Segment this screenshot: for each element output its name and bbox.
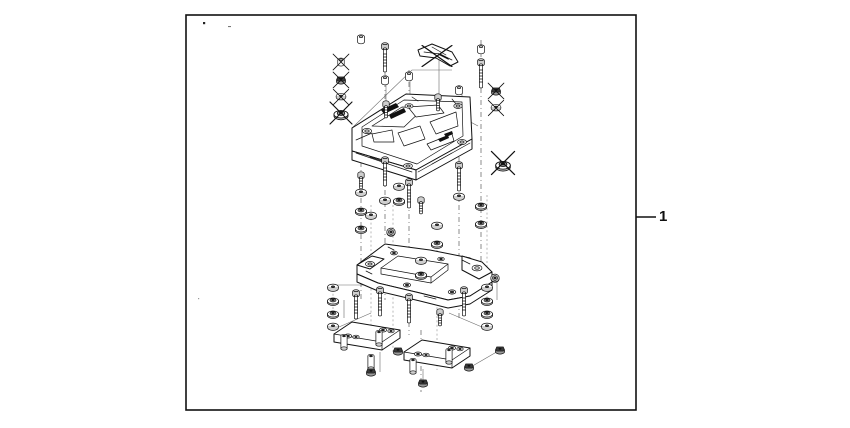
callout-number-1: 1 [659,208,668,225]
speck-artifacts [198,22,231,300]
excluded-parts-group [329,43,516,176]
mounting-frame-plate [356,243,500,309]
crossed-out-grab-rail [417,43,459,68]
carrier-base-plate [351,93,473,181]
strap-bracket-left [333,321,401,351]
